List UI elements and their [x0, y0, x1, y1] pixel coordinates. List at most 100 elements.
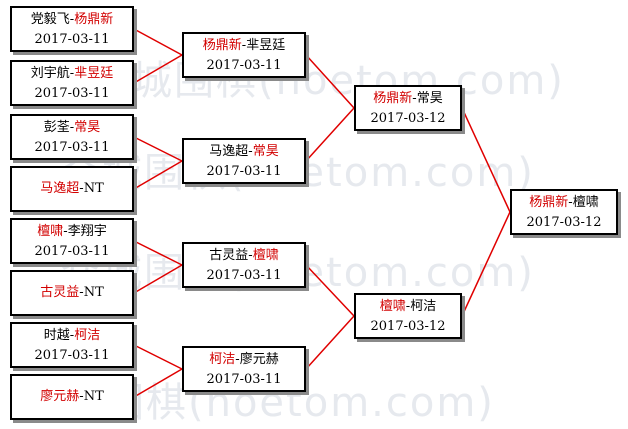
bracket-connector [305, 54, 355, 109]
player-name: 杨鼎新 [373, 91, 413, 106]
match-box: 古灵益-檀啸 2017-03-11 [182, 242, 306, 288]
match-box: 马逸超-NT [10, 166, 134, 212]
player-name: 古灵益 [209, 248, 249, 263]
player-name: 芈昱廷 [74, 66, 114, 81]
match-box: 党毅飞-杨鼎新 2017-03-11 [10, 6, 134, 52]
match-box: 马逸超-常昊 2017-03-11 [182, 138, 306, 184]
match-players: 彭荃-常昊 [12, 118, 132, 138]
player-name: 廖元赫 [239, 352, 279, 367]
match-players: 杨鼎新-芈昱廷 [184, 36, 304, 56]
match-box: 时越-柯洁 2017-03-11 [10, 322, 134, 368]
bracket-connector [461, 211, 511, 317]
match-players: 刘宇航-芈昱廷 [12, 64, 132, 84]
player-name: 檀啸 [37, 224, 64, 239]
player-name: NT [83, 285, 104, 300]
match-box: 刘宇航-芈昱廷 2017-03-11 [10, 60, 134, 106]
match-box: 古灵益-NT [10, 270, 134, 316]
player-name: 柯洁 [410, 299, 437, 314]
player-name: 党毅飞 [30, 12, 70, 27]
player-name: 檀啸 [379, 299, 406, 314]
player-name: 杨鼎新 [74, 12, 114, 27]
match-box: 彭荃-常昊 2017-03-11 [10, 114, 134, 160]
match-date: 2017-03-11 [206, 58, 282, 73]
match-box: 杨鼎新-檀啸 2017-03-12 [510, 189, 618, 235]
bracket-connector [461, 107, 511, 213]
player-name: NT [83, 389, 104, 404]
match-players: 时越-柯洁 [12, 326, 132, 346]
separator: - [412, 91, 417, 106]
player-name: 时越 [43, 328, 70, 343]
match-players: 党毅飞-杨鼎新 [12, 10, 132, 30]
separator: - [79, 285, 84, 300]
separator: - [69, 328, 75, 343]
player-name: 芈昱廷 [246, 38, 286, 53]
match-box: 廖元赫-NT [10, 374, 134, 420]
match-players: 檀啸-柯洁 [356, 297, 460, 317]
player-name: 檀啸 [572, 195, 599, 210]
bracket-connector [133, 28, 183, 56]
bracket-connector [133, 344, 183, 370]
bracket-connector [305, 315, 355, 370]
separator: - [235, 352, 240, 367]
bracket-connector [133, 160, 183, 190]
player-name: 常昊 [74, 120, 101, 135]
player-name: 古灵益 [40, 285, 80, 300]
player-name: 常昊 [252, 144, 279, 159]
match-date: 2017-03-11 [34, 348, 110, 363]
separator: - [63, 224, 68, 239]
match-date: 2017-03-12 [370, 319, 446, 334]
separator: - [69, 120, 75, 135]
player-name: 柯洁 [209, 352, 236, 367]
player-name: 马逸超 [40, 181, 80, 196]
player-name: 杨鼎新 [529, 195, 569, 210]
match-box: 檀啸-柯洁 2017-03-12 [354, 293, 462, 339]
bracket-connector [133, 368, 183, 398]
match-players: 杨鼎新-常昊 [356, 89, 460, 109]
player-name: 常昊 [416, 91, 443, 106]
separator: - [79, 389, 84, 404]
match-players: 杨鼎新-檀啸 [512, 193, 616, 213]
match-date: 2017-03-11 [206, 372, 282, 387]
bracket-connector [133, 264, 183, 294]
bracket-connector [305, 107, 355, 162]
match-date: 2017-03-11 [34, 140, 110, 155]
match-date: 2017-03-11 [34, 86, 110, 101]
match-box: 檀啸-李翔宇 2017-03-11 [10, 218, 134, 264]
match-date: 2017-03-12 [370, 111, 446, 126]
player-name: 柯洁 [74, 328, 101, 343]
separator: - [568, 195, 573, 210]
separator: - [241, 38, 247, 53]
match-players: 柯洁-廖元赫 [184, 350, 304, 370]
match-players: 马逸超-常昊 [184, 142, 304, 162]
separator: - [79, 181, 84, 196]
separator: - [69, 66, 75, 81]
match-players: 檀啸-李翔宇 [12, 222, 132, 242]
match-date: 2017-03-12 [526, 215, 602, 230]
match-players: 古灵益-NT [12, 274, 132, 312]
separator: - [248, 248, 253, 263]
player-name: 马逸超 [209, 144, 249, 159]
player-name: 杨鼎新 [202, 38, 242, 53]
separator: - [69, 12, 75, 27]
player-name: 廖元赫 [40, 389, 80, 404]
match-date: 2017-03-11 [34, 32, 110, 47]
match-date: 2017-03-11 [34, 244, 110, 259]
separator: - [248, 144, 253, 159]
bracket-connector [133, 240, 183, 266]
match-box: 柯洁-廖元赫 2017-03-11 [182, 346, 306, 392]
bracket-connector [133, 54, 183, 84]
bracket-connector [305, 264, 355, 317]
match-date: 2017-03-11 [206, 268, 282, 283]
player-name: 彭荃 [43, 120, 70, 135]
bracket-connector [133, 136, 183, 162]
watermark: 众城围棋(hoetom.com) [90, 58, 565, 104]
match-box: 杨鼎新-芈昱廷 2017-03-11 [182, 32, 306, 78]
match-date: 2017-03-11 [206, 164, 282, 179]
match-box: 杨鼎新-常昊 2017-03-12 [354, 85, 462, 131]
separator: - [405, 299, 411, 314]
match-players: 马逸超-NT [12, 170, 132, 208]
match-players: 廖元赫-NT [12, 378, 132, 416]
player-name: 檀啸 [252, 248, 279, 263]
